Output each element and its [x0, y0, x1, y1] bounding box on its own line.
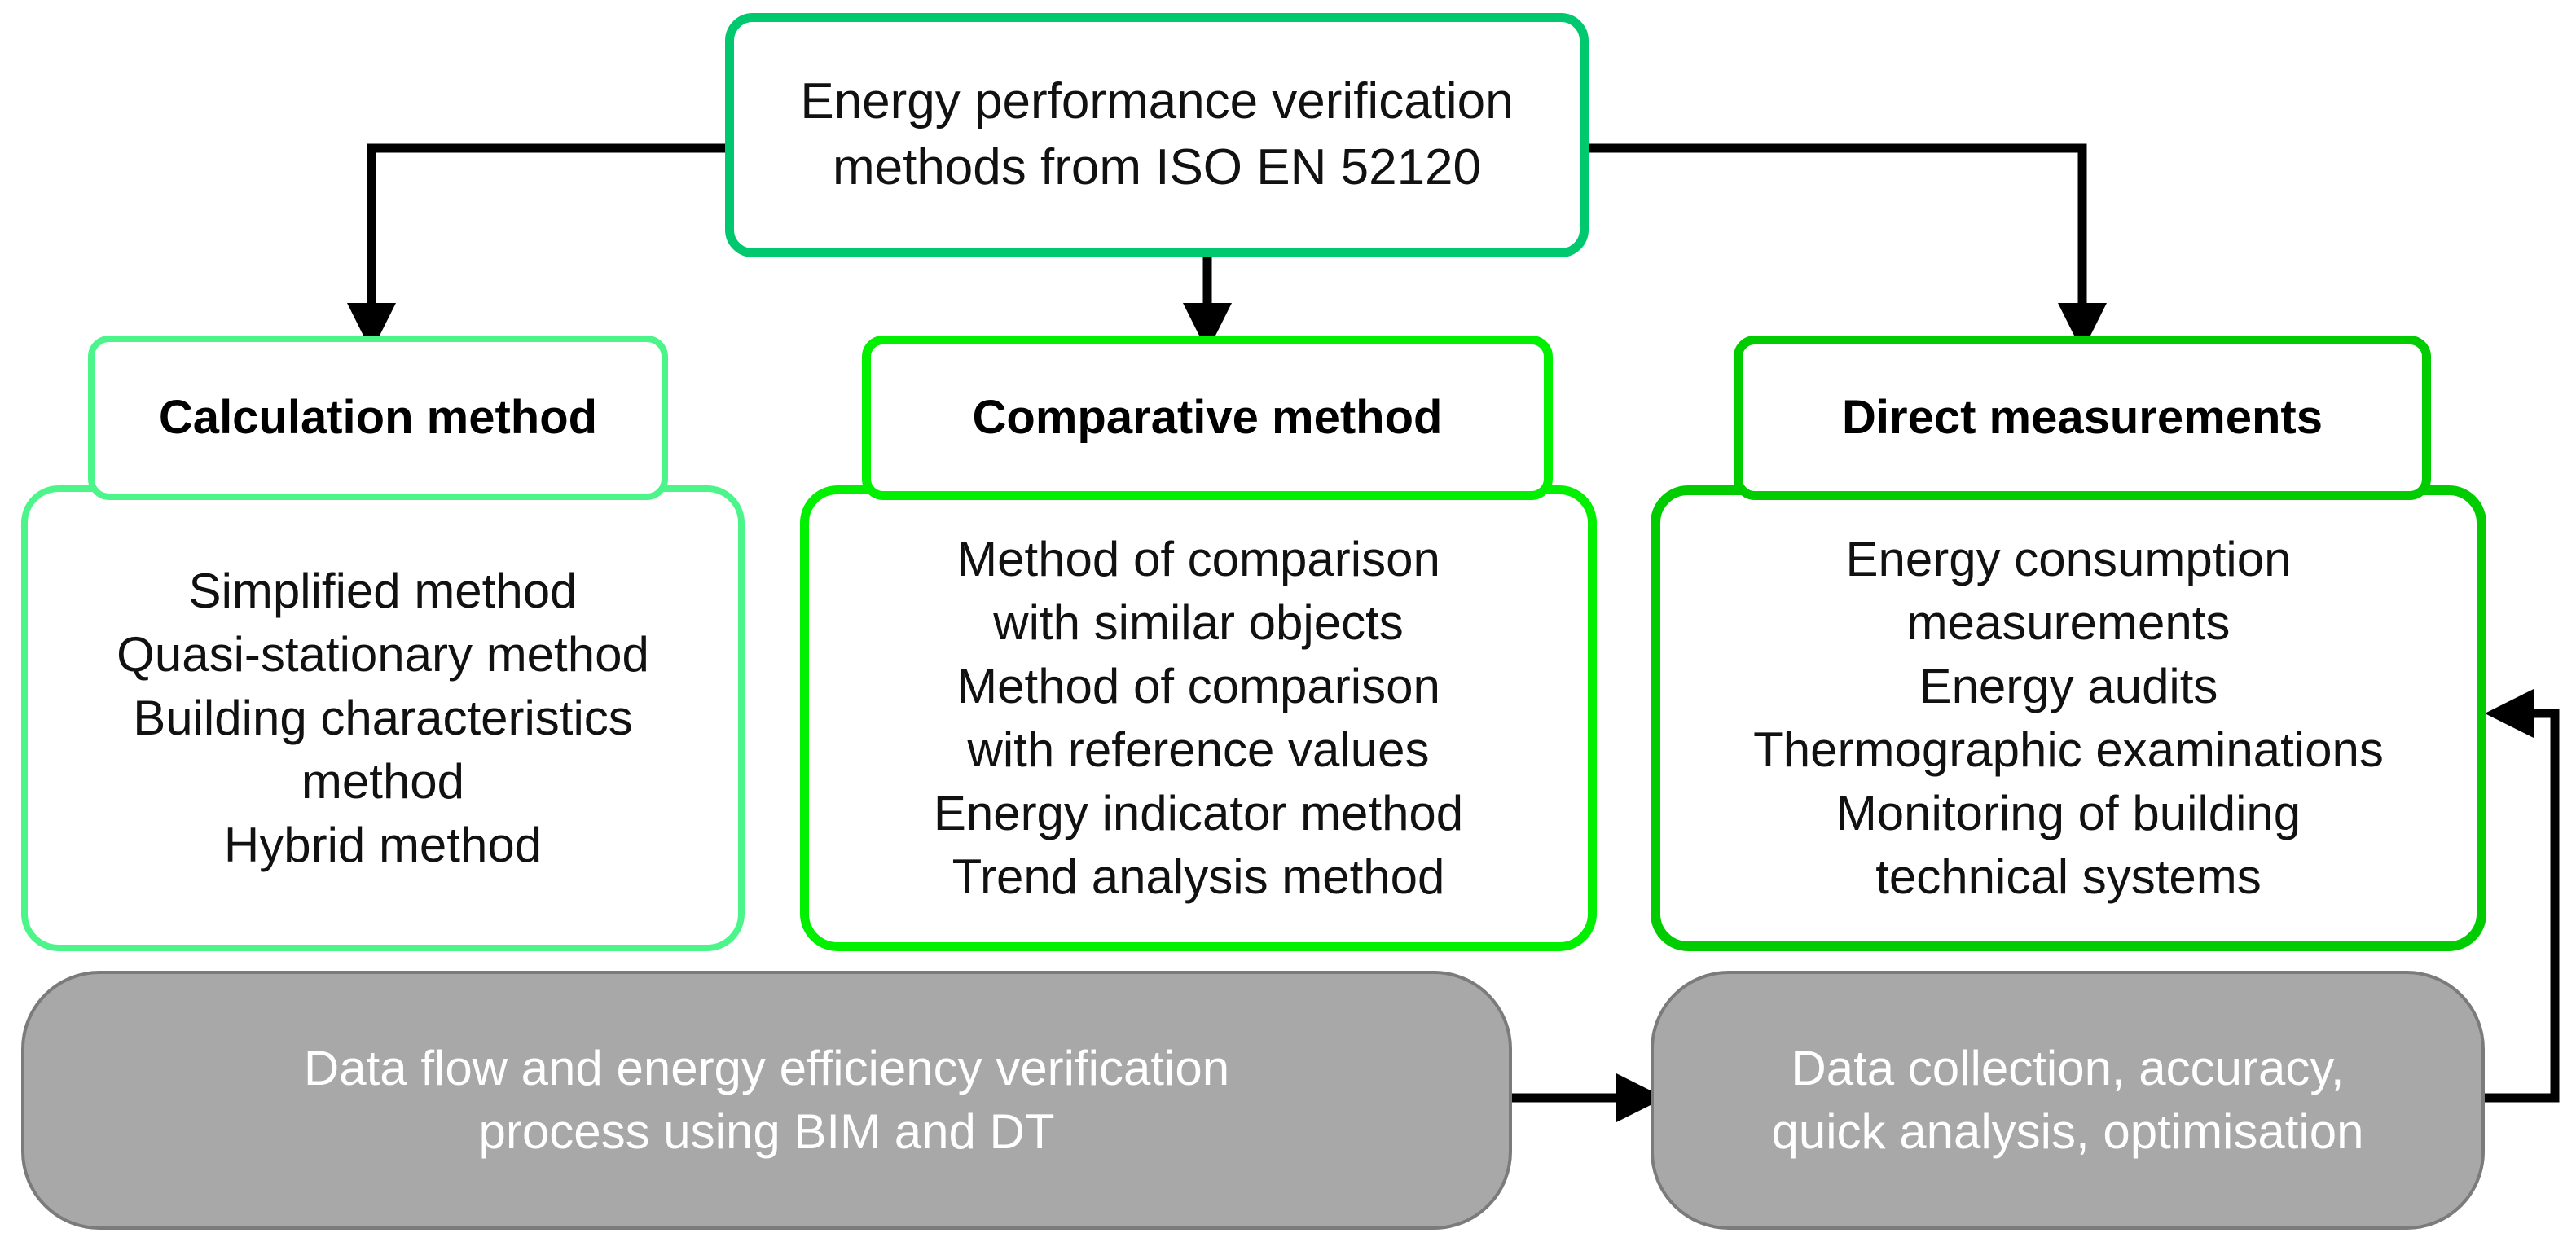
- list-item: technical systems: [1875, 849, 2262, 904]
- calculation-method-item-list: Simplified method Quasi-stationary metho…: [42, 559, 723, 877]
- process-label-line-1: Data collection, accuracy,: [1791, 1041, 2345, 1095]
- list-item: Method of comparison: [956, 532, 1440, 586]
- list-item: Trend analysis method: [952, 849, 1445, 904]
- root-to-comparative-method-arrow: [1183, 257, 1232, 352]
- header-node-direct-measurements[interactable]: Direct measurements: [1734, 336, 2431, 500]
- list-item: Thermographic examinations: [1753, 722, 2384, 777]
- header-label-direct-measurements: Direct measurements: [1842, 391, 2323, 445]
- process-label-line-1: Data flow and energy efficiency verifica…: [303, 1041, 1230, 1095]
- root-node-label-line-2: methods from ISO EN 52120: [832, 139, 1482, 195]
- header-node-calculation-method[interactable]: Calculation method: [88, 336, 668, 500]
- process-node-data-flow[interactable]: Data flow and energy efficiency verifica…: [21, 971, 1512, 1230]
- list-item: Energy consumption: [1845, 532, 2292, 586]
- content-node-direct-measurements[interactable]: Energy consumption measurements Energy a…: [1651, 485, 2486, 951]
- list-item: Quasi-stationary method: [116, 627, 649, 682]
- process-node-data-collection-label: Data collection, accuracy, quick analysi…: [1771, 1037, 2363, 1164]
- root-node-label-line-1: Energy performance verification: [800, 73, 1514, 130]
- list-item: with similar objects: [993, 595, 1404, 650]
- root-node-label: Energy performance verification methods …: [800, 69, 1513, 200]
- header-label-calculation-method: Calculation method: [158, 391, 598, 445]
- list-item: Energy audits: [1919, 659, 2218, 713]
- list-item: Monitoring of building: [1835, 786, 2301, 840]
- content-node-comparative-method[interactable]: Method of comparison with similar object…: [800, 485, 1597, 951]
- list-item: Energy indicator method: [933, 786, 1464, 840]
- process-label-line-2: quick analysis, optimisation: [1771, 1104, 2364, 1159]
- root-to-calculation-method-arrow: [347, 143, 725, 352]
- list-item: Hybrid method: [223, 818, 543, 872]
- header-label-comparative-method: Comparative method: [972, 391, 1443, 445]
- list-item: Method of comparison: [956, 659, 1440, 713]
- root-node[interactable]: Energy performance verification methods …: [725, 13, 1589, 257]
- process-node-data-collection[interactable]: Data collection, accuracy, quick analysi…: [1651, 971, 2485, 1230]
- list-item: Building characteristics: [133, 691, 633, 745]
- process-one-to-process-two-arrow: [1512, 1073, 1665, 1122]
- list-item: with reference values: [967, 722, 1430, 777]
- process-two-feedback-to-direct-measurements-arrow: [2485, 689, 2560, 1103]
- list-item: Simplified method: [188, 564, 578, 618]
- process-label-line-2: process using BIM and DT: [478, 1104, 1055, 1159]
- header-node-comparative-method[interactable]: Comparative method: [862, 336, 1553, 500]
- root-to-direct-measurements-arrow: [1589, 143, 2107, 352]
- comparative-method-item-list: Method of comparison with similar object…: [824, 528, 1573, 909]
- direct-measurements-item-list: Energy consumption measurements Energy a…: [1675, 528, 2462, 909]
- list-item: measurements: [1906, 595, 2231, 650]
- content-node-calculation-method[interactable]: Simplified method Quasi-stationary metho…: [21, 485, 745, 951]
- process-node-data-flow-label: Data flow and energy efficiency verifica…: [304, 1037, 1229, 1164]
- list-item: method: [301, 754, 465, 809]
